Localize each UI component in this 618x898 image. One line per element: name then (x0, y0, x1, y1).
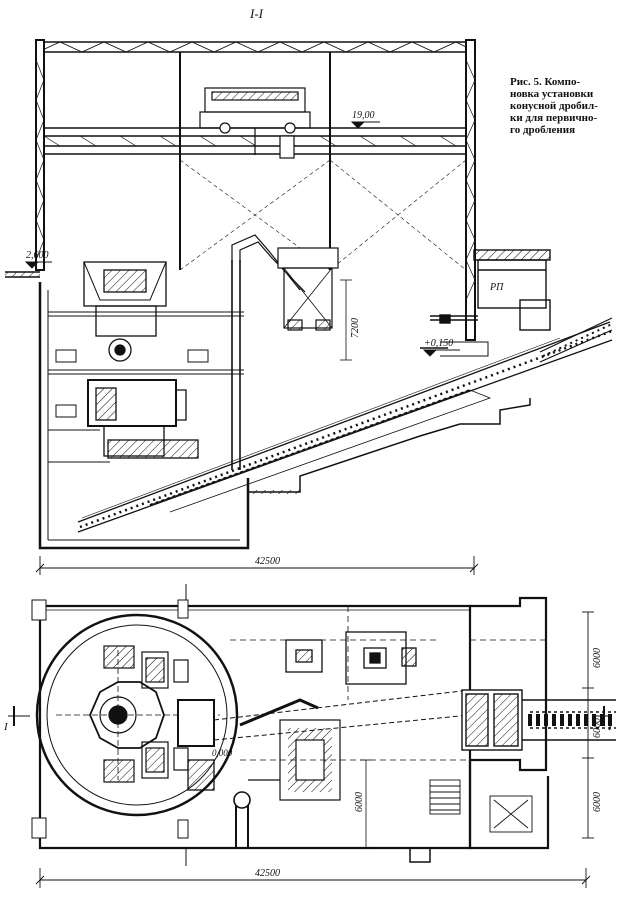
caption-line: го дробления (510, 124, 576, 136)
elevation-label-left: 2,600 (26, 250, 49, 261)
cross-bracing (179, 159, 467, 271)
room-label: РП (489, 282, 504, 293)
exit-conveyor (539, 317, 613, 363)
control-room (430, 249, 551, 331)
plan-dimension-bottom (35, 868, 591, 888)
vertical-dimension-line (340, 279, 352, 361)
crusher-plan (56, 645, 220, 783)
plan-dimension-right-2: 6000 (592, 718, 603, 738)
secondary-unit-plan (233, 719, 341, 848)
plan-outer-walls (38, 596, 550, 850)
caption-line: Рис. 5. Компо- (510, 76, 581, 88)
plan-axis-markers (31, 584, 189, 866)
overhead-crane (199, 87, 311, 159)
plan-width-label: 42500 (255, 868, 280, 879)
elevation-label-top: 19,00 (352, 110, 375, 121)
plan-dimension-right-1: 6000 (592, 648, 603, 668)
section-cut-mark-left: I (3, 721, 9, 733)
plan-elevation-label: 0,000 (212, 748, 233, 758)
plan-dimension-inner-label: 6000 (354, 792, 365, 812)
feeder-plan (177, 689, 471, 791)
section-cut-mark-right: I (607, 721, 613, 733)
ground-right (247, 341, 531, 494)
plan-stairs (409, 779, 533, 863)
crusher-pit-circle (35, 613, 239, 817)
plan-bins (285, 631, 417, 685)
section-width-label: 42500 (255, 556, 280, 567)
plan-dimension-inner (360, 759, 372, 849)
plan-dimension-right-3: 6000 (592, 792, 603, 812)
inclined-conveyor (77, 321, 613, 533)
roof-truss (37, 41, 477, 53)
elevator-chute (231, 234, 339, 331)
elevation-label-right: +0,150 (424, 338, 453, 349)
section-title: I-I (249, 6, 264, 21)
caption-line: конусной дробил- (510, 100, 598, 112)
plan-partitions (230, 606, 546, 761)
crusher-pit (38, 282, 250, 550)
section-view (5, 39, 613, 575)
elevation-markers (24, 121, 460, 357)
section-cut-line (8, 706, 612, 726)
caption-line: новка установки (510, 88, 594, 100)
cone-crusher (83, 261, 199, 459)
section-dimension-line (35, 556, 479, 575)
plan-conveyor (461, 689, 616, 751)
plan-dimension-right (582, 611, 594, 839)
ground-left (5, 271, 40, 278)
column-lattice (35, 59, 476, 301)
caption-line: ки для первично- (510, 112, 598, 124)
figure-caption: Рис. 5. Компо- новка установки конусной … (510, 76, 614, 136)
plan-view (8, 584, 616, 888)
service-floors (48, 260, 244, 470)
vertical-dimension-label: 7200 (350, 318, 361, 338)
